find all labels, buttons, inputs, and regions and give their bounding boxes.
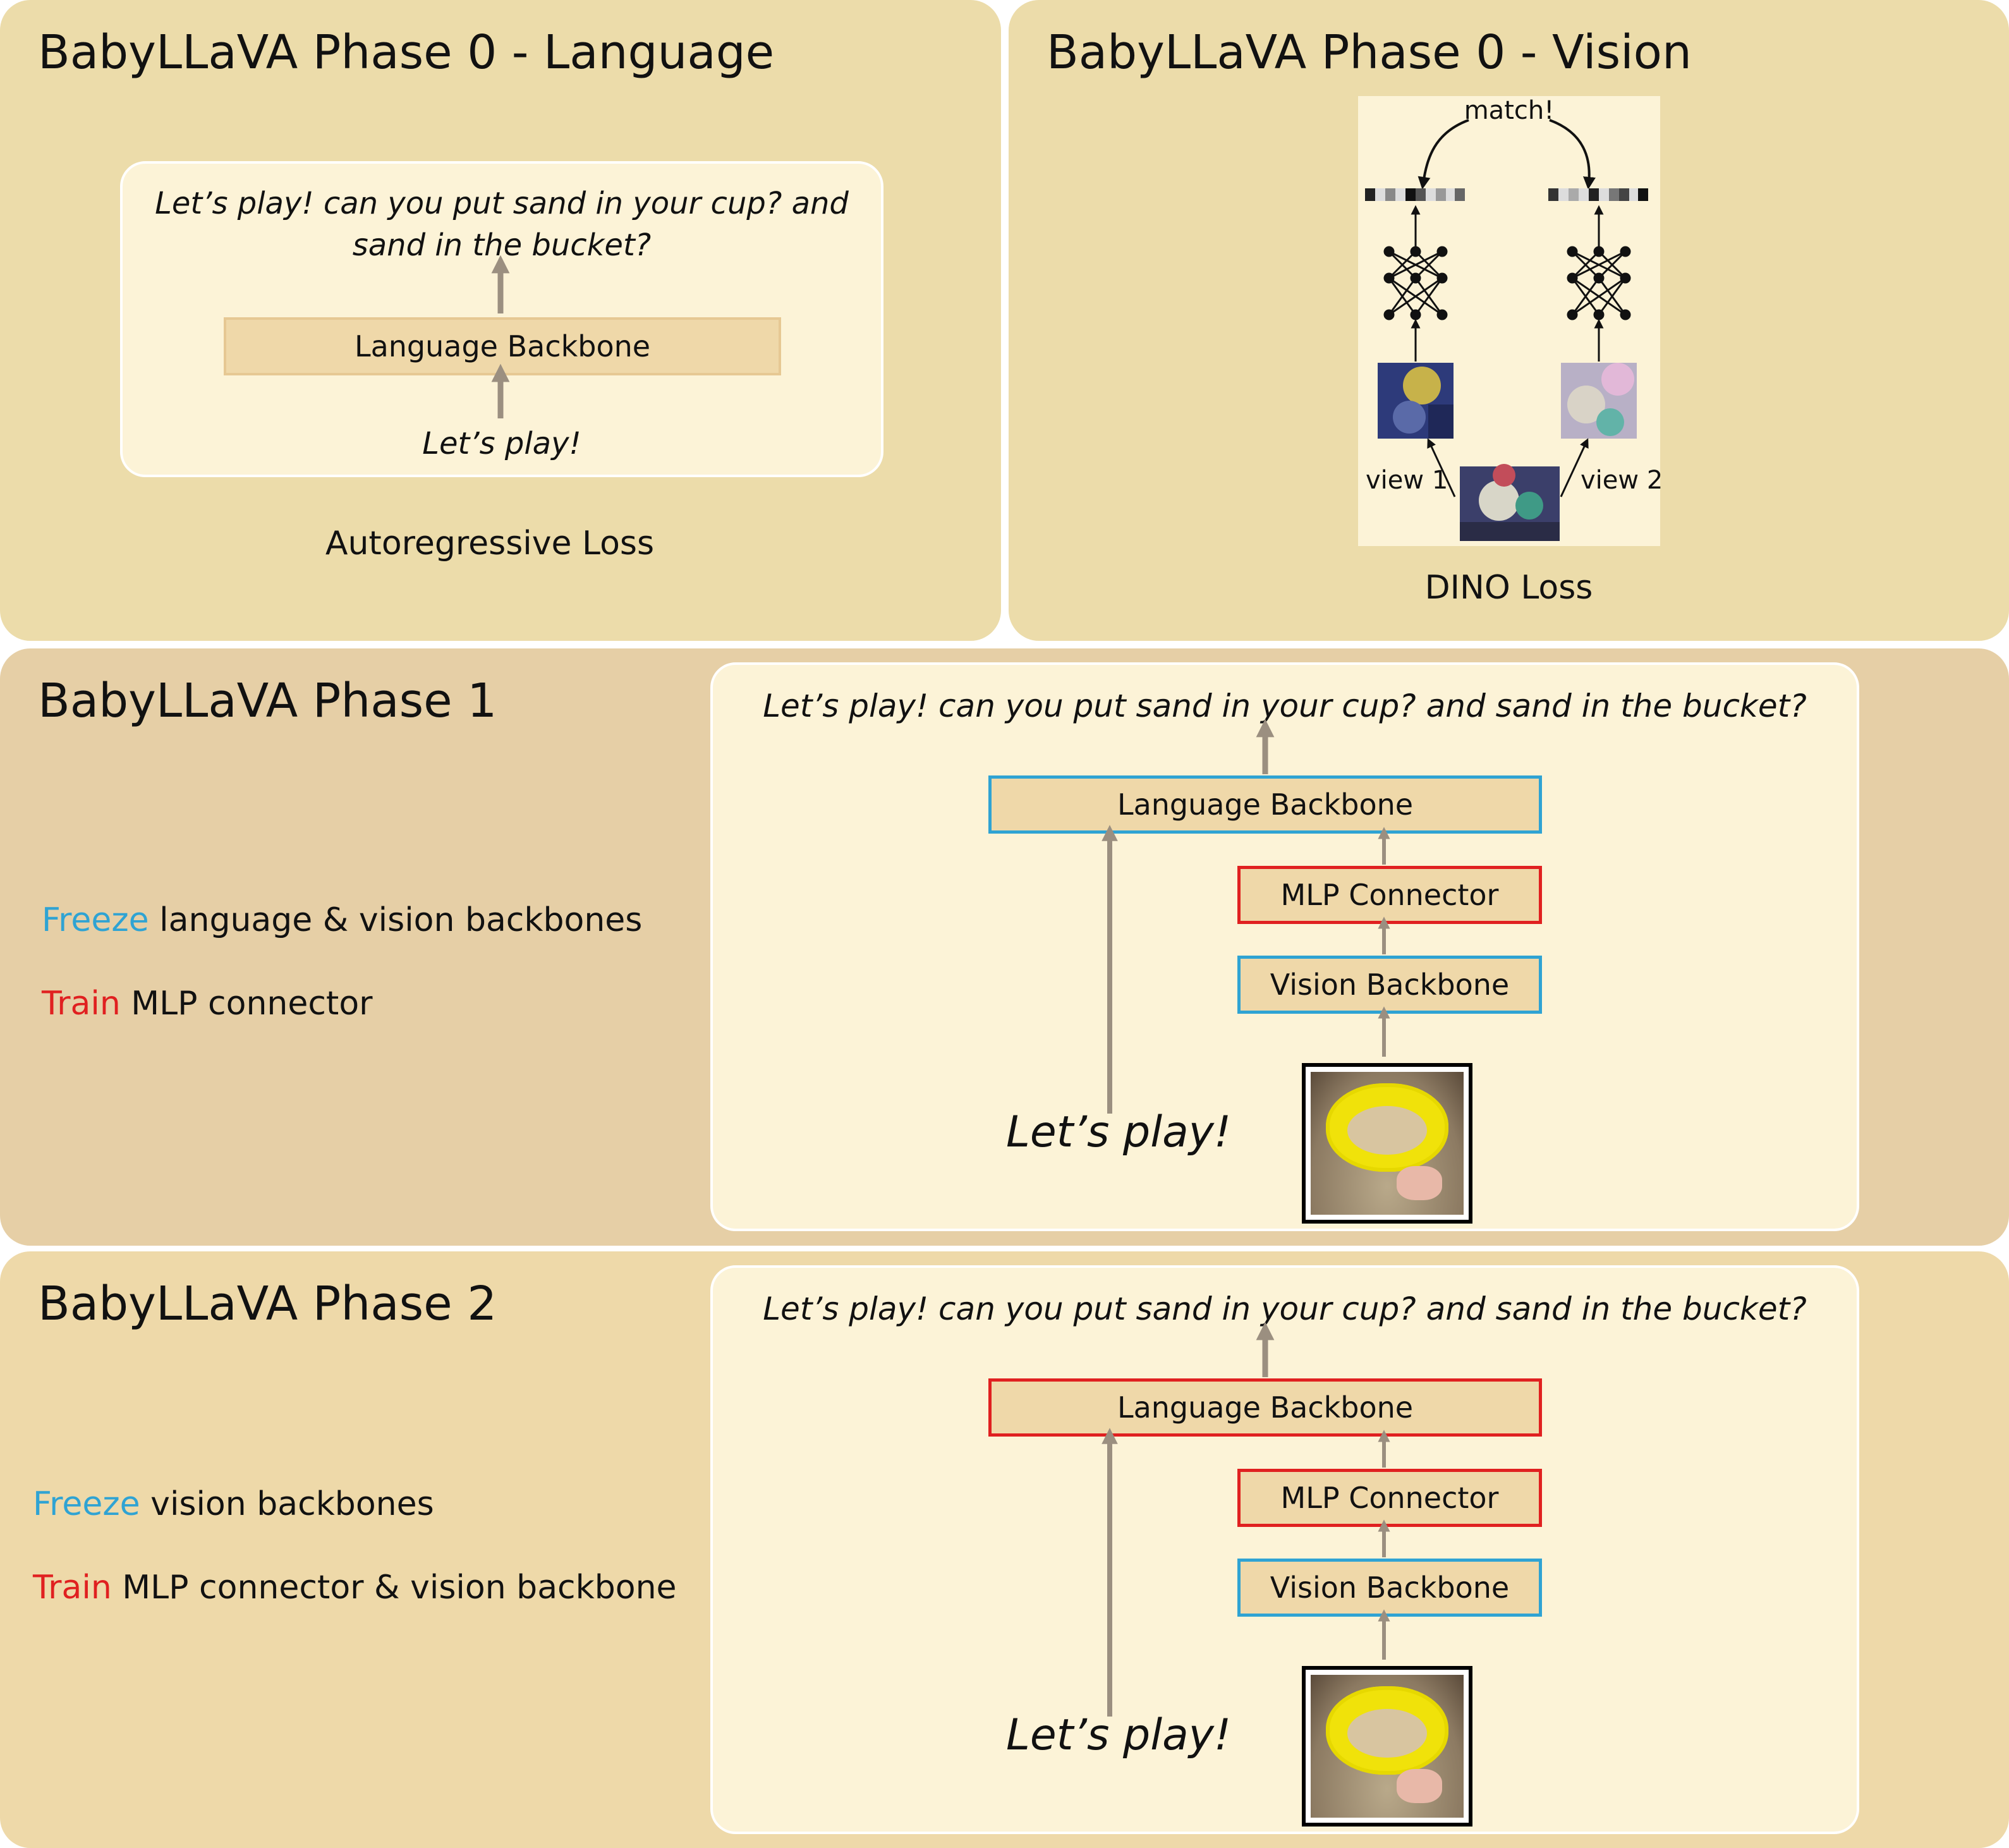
network-right-icon	[1567, 246, 1631, 320]
language-backbone-box: Language Backbone	[988, 775, 1542, 834]
sand-bucket-image	[1302, 1666, 1472, 1827]
mlp-connector-box: MLP Connector	[1237, 1469, 1542, 1527]
language-backbone-box: Language Backbone	[988, 1378, 1542, 1437]
panel-title: BabyLLaVA Phase 0 - Vision	[1047, 25, 1692, 80]
panel-title: BabyLLaVA Phase 0 - Language	[38, 25, 775, 80]
embedding-left-icon	[1365, 188, 1465, 201]
freeze-word: Freeze	[42, 901, 149, 939]
output-text: Let’s play! can you put sand in your cup…	[763, 1291, 1807, 1327]
freeze-instruction: Freeze vision backbones	[33, 1485, 434, 1523]
language-card: Let’s play! can you put sand in your cup…	[120, 161, 883, 477]
match-label: match!	[1464, 96, 1555, 125]
vision-backbone-box: Vision Backbone	[1237, 956, 1542, 1014]
train-rest: MLP connector & vision backbone	[111, 1569, 677, 1607]
input-text: Let’s play!	[1006, 1710, 1232, 1760]
view1-label: view 1	[1366, 466, 1448, 495]
output-text: Let’s play! can you put sand in your cup…	[763, 688, 1807, 724]
dino-diagram	[1365, 119, 1648, 541]
architecture-card: Let’s play! can you put sand in your cup…	[710, 662, 1859, 1231]
input-text: Let’s play!	[1006, 1107, 1232, 1157]
panel-title: BabyLLaVA Phase 2	[38, 1277, 497, 1331]
train-word: Train	[42, 985, 121, 1023]
match-arrow	[1417, 119, 1469, 190]
panel-title: BabyLLaVA Phase 1	[38, 674, 497, 728]
panel-phase2: BabyLLaVA Phase 2 Freeze vision backbone…	[0, 1251, 2009, 1848]
mlp-connector-box: MLP Connector	[1237, 866, 1542, 924]
phase1-arrows	[1102, 719, 1390, 1114]
loss-label: DINO Loss	[1424, 569, 1593, 607]
source-image	[1460, 464, 1560, 541]
phase2-arrows	[1102, 1322, 1390, 1717]
input-text: Let’s play!	[422, 426, 581, 461]
train-rest: MLP connector	[120, 985, 373, 1023]
panel-phase0-language: BabyLLaVA Phase 0 - Language Let’s play!…	[0, 0, 1001, 641]
view2-crop-image	[1561, 363, 1637, 439]
freeze-rest: vision backbones	[140, 1485, 434, 1523]
output-text: Let’s play! can you put sand in your cup…	[155, 186, 849, 263]
vision-backbone-box: Vision Backbone	[1237, 1559, 1542, 1617]
freeze-instruction: Freeze language & vision backbones	[42, 901, 642, 939]
loss-label: Autoregressive Loss	[325, 525, 655, 562]
train-word: Train	[33, 1569, 112, 1607]
train-instruction: Train MLP connector & vision backbone	[33, 1569, 677, 1607]
embedding-right-icon	[1548, 188, 1648, 201]
sand-bucket-image	[1302, 1063, 1472, 1224]
view1-crop-image	[1378, 363, 1454, 439]
freeze-rest: language & vision backbones	[149, 901, 643, 939]
freeze-word: Freeze	[33, 1485, 140, 1523]
network-left-icon	[1383, 246, 1448, 320]
view2-label: view 2	[1581, 466, 1663, 495]
panel-phase1: BabyLLaVA Phase 1 Freeze language & visi…	[0, 648, 2009, 1246]
train-instruction: Train MLP connector	[42, 985, 373, 1023]
architecture-card: Let’s play! can you put sand in your cup…	[710, 1265, 1859, 1834]
